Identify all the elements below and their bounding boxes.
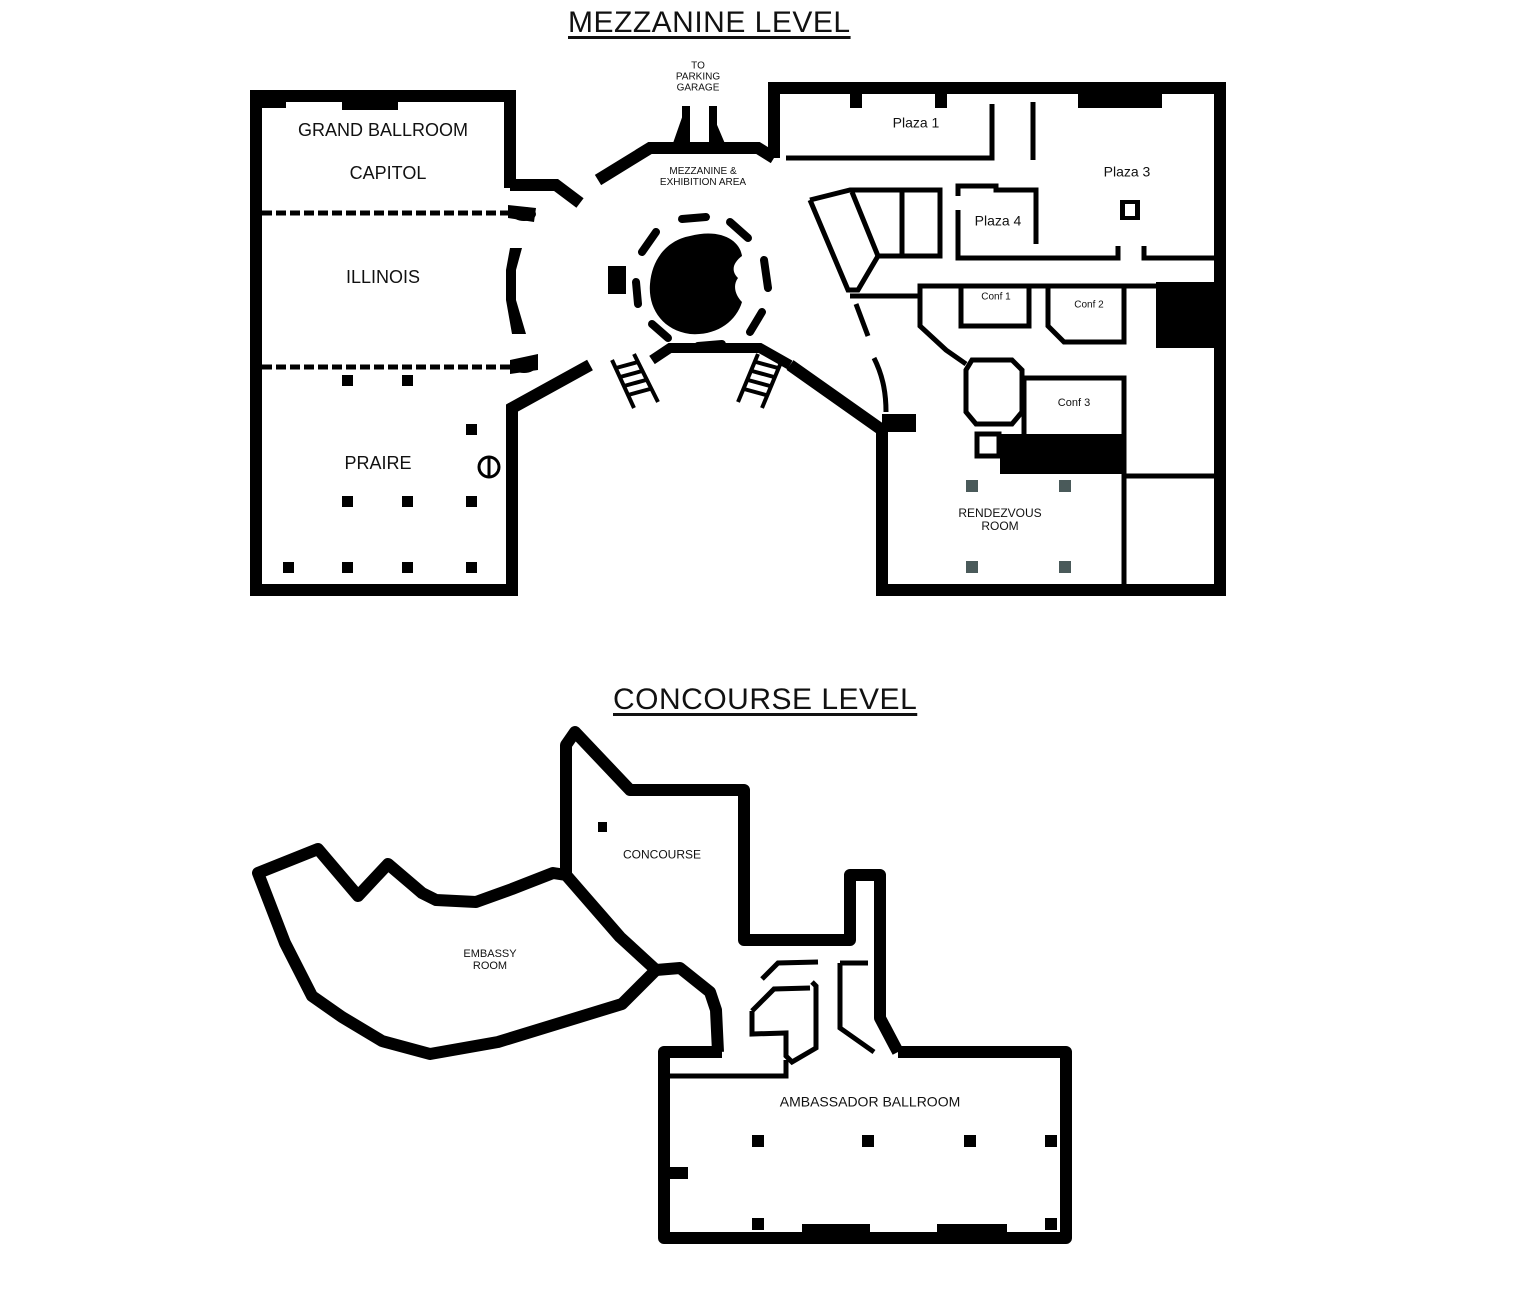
concourse-columns xyxy=(598,822,1057,1236)
rotunda xyxy=(608,213,772,350)
rendezvous-columns xyxy=(966,480,1071,573)
plaza-1-label[interactable]: Plaza 1 xyxy=(892,114,940,131)
concourse-level-title: CONCOURSE LEVEL xyxy=(613,683,918,716)
conf-1-label[interactable]: Conf 1 xyxy=(981,291,1011,303)
exhibition-line-1: MEZZANINE & xyxy=(669,166,737,177)
exhibition-upper-wall xyxy=(594,142,778,186)
plaza-3-label[interactable]: Plaza 3 xyxy=(1103,163,1151,180)
parking-line-1: TO xyxy=(691,60,705,72)
plaza-4-label[interactable]: Plaza 4 xyxy=(974,212,1022,229)
mezzanine-level-title: MEZZANINE LEVEL xyxy=(568,6,851,39)
conf-3-label[interactable]: Conf 3 xyxy=(1057,396,1091,409)
conf-2-label[interactable]: Conf 2 xyxy=(1074,299,1104,311)
embassy-room-label[interactable]: EMBASSY ROOM xyxy=(463,948,516,972)
rendezvous-room-label[interactable]: RENDEZVOUS ROOM xyxy=(958,505,1042,533)
parking-line-2: PARKING xyxy=(675,71,721,83)
embassy-line-2: ROOM xyxy=(472,960,508,972)
ambassador-ballroom-label[interactable]: AMBASSADOR BALLROOM xyxy=(779,1093,961,1110)
exhibition-area-label[interactable]: MEZZANINE & EXHIBITION AREA xyxy=(660,166,746,188)
grand-ballroom-label[interactable]: GRAND BALLROOM xyxy=(297,120,469,141)
concourse-interior xyxy=(664,959,876,1079)
capitol-room-label[interactable]: CAPITOL xyxy=(349,163,427,184)
embassy-line-1: EMBASSY xyxy=(463,947,517,960)
parking-line-3: GARAGE xyxy=(676,82,720,94)
concourse-room-label[interactable]: CONCOURSE xyxy=(622,847,702,862)
rendezvous-line-1: RENDEZVOUS xyxy=(958,505,1042,520)
praire-room-label[interactable]: PRAIRE xyxy=(344,453,412,474)
rendezvous-line-2: ROOM xyxy=(981,519,1019,533)
illinois-room-label[interactable]: ILLINOIS xyxy=(345,267,421,288)
concourse-walls xyxy=(252,726,1072,1244)
praire-columns xyxy=(283,375,477,573)
exhibition-line-2: EXHIBITION AREA xyxy=(659,177,747,188)
parking-garage-label[interactable]: TO PARKING GARAGE xyxy=(676,61,720,94)
air-wall-dividers xyxy=(262,210,520,370)
parking-ramp xyxy=(672,106,726,146)
stairs xyxy=(610,353,784,409)
grand-ballroom-walls xyxy=(250,90,593,596)
